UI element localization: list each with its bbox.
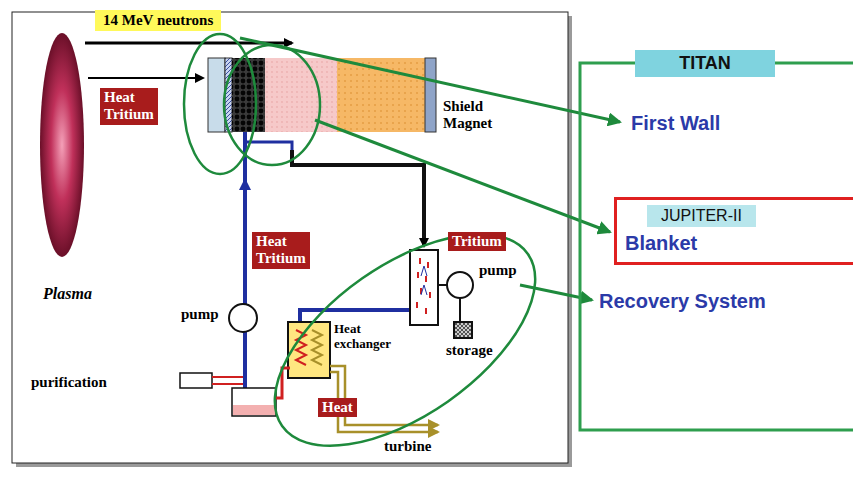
flow-tag: Heat Tritium [100, 88, 158, 125]
section-title: Recovery System [598, 290, 767, 313]
program-box: JUPITER-II [647, 205, 756, 227]
section-title: First Wall [630, 112, 721, 135]
flow-tag: Heat Tritium [252, 232, 310, 269]
part-label: storage [445, 342, 494, 359]
node-text: TITAN [679, 53, 731, 73]
part-label: Plasma [42, 285, 93, 303]
flow-tag: Heat [318, 398, 357, 417]
energy-tag: 14 MeV neutrons [95, 10, 221, 31]
part-label: pump [180, 306, 220, 323]
part-label: Shield Magnet [442, 98, 493, 133]
node-text: Tritium [452, 233, 502, 249]
part-label: pump [478, 262, 518, 279]
node-text: Heat Tritium [256, 233, 306, 266]
program-bracket: Blanket JUPITER-II [614, 197, 853, 265]
node-text: Heat [322, 399, 353, 415]
part-label: Heat exchanger [333, 322, 392, 352]
node-text: 14 MeV neutrons [103, 12, 213, 28]
node-text: JUPITER-II [661, 207, 742, 224]
node-text: Heat Tritium [104, 89, 154, 122]
program-box: TITAN [635, 50, 775, 77]
node-text: Blanket [625, 232, 697, 255]
flow-tag: Tritium [448, 232, 506, 251]
part-label: turbine [383, 438, 433, 455]
part-label: purification [30, 374, 108, 391]
